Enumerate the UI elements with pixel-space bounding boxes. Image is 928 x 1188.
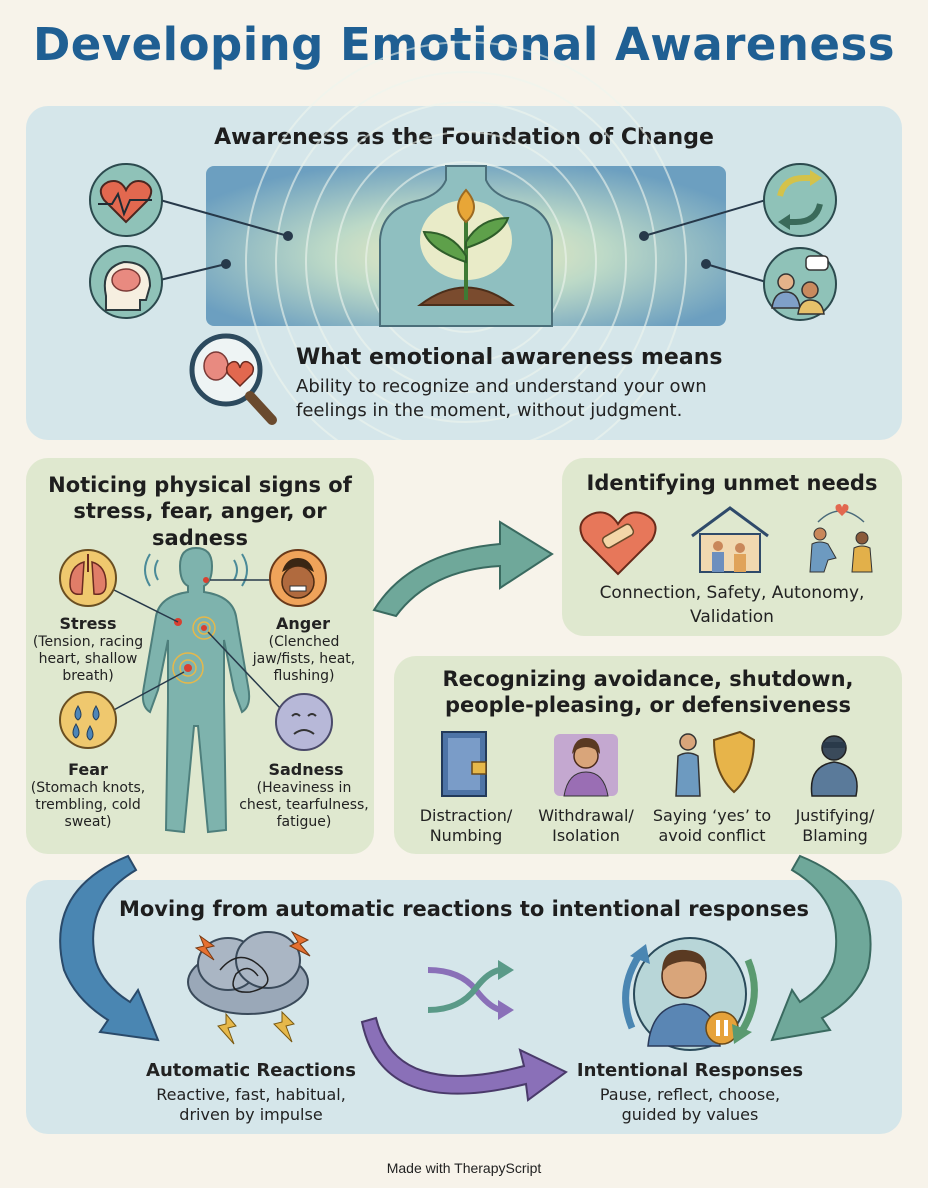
avoid-item4-line1: Justifying/ <box>795 806 875 825</box>
avoid-item1-line2: Numbing <box>429 826 503 845</box>
moving-heading: Moving from automatic reactions to inten… <box>118 897 810 921</box>
anger-label: Anger <box>276 614 330 633</box>
means-heading: What emotional awareness means <box>296 345 723 370</box>
anger-desc-1: (Clenched <box>268 634 340 650</box>
person-shield-icon <box>675 730 756 797</box>
body-illustration <box>59 546 333 834</box>
needs-text-line2: Validation <box>690 607 774 627</box>
physical-heading-line1: Noticing physical signs of <box>48 473 352 497</box>
foundation-illustration <box>89 41 837 440</box>
anger-desc-3: flushing) <box>273 668 335 684</box>
avoid-item2-line1: Withdrawal/ <box>538 806 634 825</box>
avoid-item3-line1: Saying ‘yes’ to <box>652 806 772 825</box>
magnifier-icon <box>189 333 277 425</box>
auto-reactions-desc-1: Reactive, fast, habitual, <box>156 1085 346 1104</box>
fear-desc-1: (Stomach knots, <box>30 780 146 796</box>
foundation-heading: Awareness as the Foundation of Change <box>214 125 714 150</box>
calm-person-icon <box>622 937 758 1051</box>
page-title: Developing Emotional Awareness <box>32 18 896 71</box>
reaching-people-icon <box>809 504 873 573</box>
sadness-desc-3: fatigue) <box>276 814 332 830</box>
stress-label: Stress <box>59 614 117 633</box>
avoidance-heading-line2: people-pleasing, or defensiveness <box>444 693 852 717</box>
fear-desc-3: sweat) <box>64 814 112 830</box>
anger-desc-2: jaw/fists, heat, <box>252 651 356 667</box>
stress-desc-2: heart, shallow <box>38 651 138 667</box>
intentional-responses-label: Intentional Responses <box>576 1060 804 1081</box>
needs-heading: Identifying unmet needs <box>586 471 878 495</box>
arrow-to-needs <box>372 520 554 618</box>
curled-up-person-icon <box>810 735 858 797</box>
avoidance-icons <box>441 730 858 797</box>
intentional-responses-desc-2: guided by values <box>621 1105 759 1124</box>
needs-icons <box>579 504 873 576</box>
auto-reactions-desc-2: driven by impulse <box>179 1105 323 1124</box>
shuffle-arrows-icon <box>427 967 502 1013</box>
sadness-desc-1: (Heaviness in <box>256 780 352 796</box>
intentional-responses-desc-1: Pause, reflect, choose, <box>599 1085 781 1104</box>
fear-desc-2: trembling, cold <box>35 797 141 813</box>
house-family-icon <box>691 506 769 573</box>
sad-face-icon <box>275 693 333 751</box>
avoidance-heading-line1: Recognizing avoidance, shutdown, <box>442 667 854 691</box>
footer-credit: Made with TherapyScript <box>386 1160 542 1176</box>
avoid-item4-line2: Blaming <box>802 826 868 845</box>
needs-text-line1: Connection, Safety, Autonomy, <box>599 583 865 603</box>
fear-label: Fear <box>68 760 108 779</box>
avoid-item3-line2: avoid conflict <box>658 826 766 845</box>
stress-desc-3: breath) <box>62 668 114 684</box>
physical-heading-line2: stress, fear, anger, or sadness <box>73 499 327 550</box>
moving-illustration <box>59 854 872 1102</box>
avoid-item1-line1: Distraction/ <box>419 806 513 825</box>
sadness-label: Sadness <box>268 760 344 779</box>
sadness-desc-2: chest, tearfulness, <box>239 797 369 813</box>
means-text-line1: Ability to recognize and understand your… <box>296 376 707 397</box>
sweat-drops-icon <box>59 691 117 749</box>
stress-desc-1: (Tension, racing <box>32 634 144 650</box>
cycle-arrows-icon <box>763 163 837 237</box>
means-text-line2: feelings in the moment, without judgment… <box>296 400 683 421</box>
locked-door-icon <box>441 731 487 797</box>
avoid-item2-line2: Isolation <box>552 826 620 845</box>
auto-reactions-label: Automatic Reactions <box>146 1060 356 1081</box>
withdrawn-person-icon <box>554 734 618 797</box>
storm-cloud-icon <box>187 930 311 1045</box>
